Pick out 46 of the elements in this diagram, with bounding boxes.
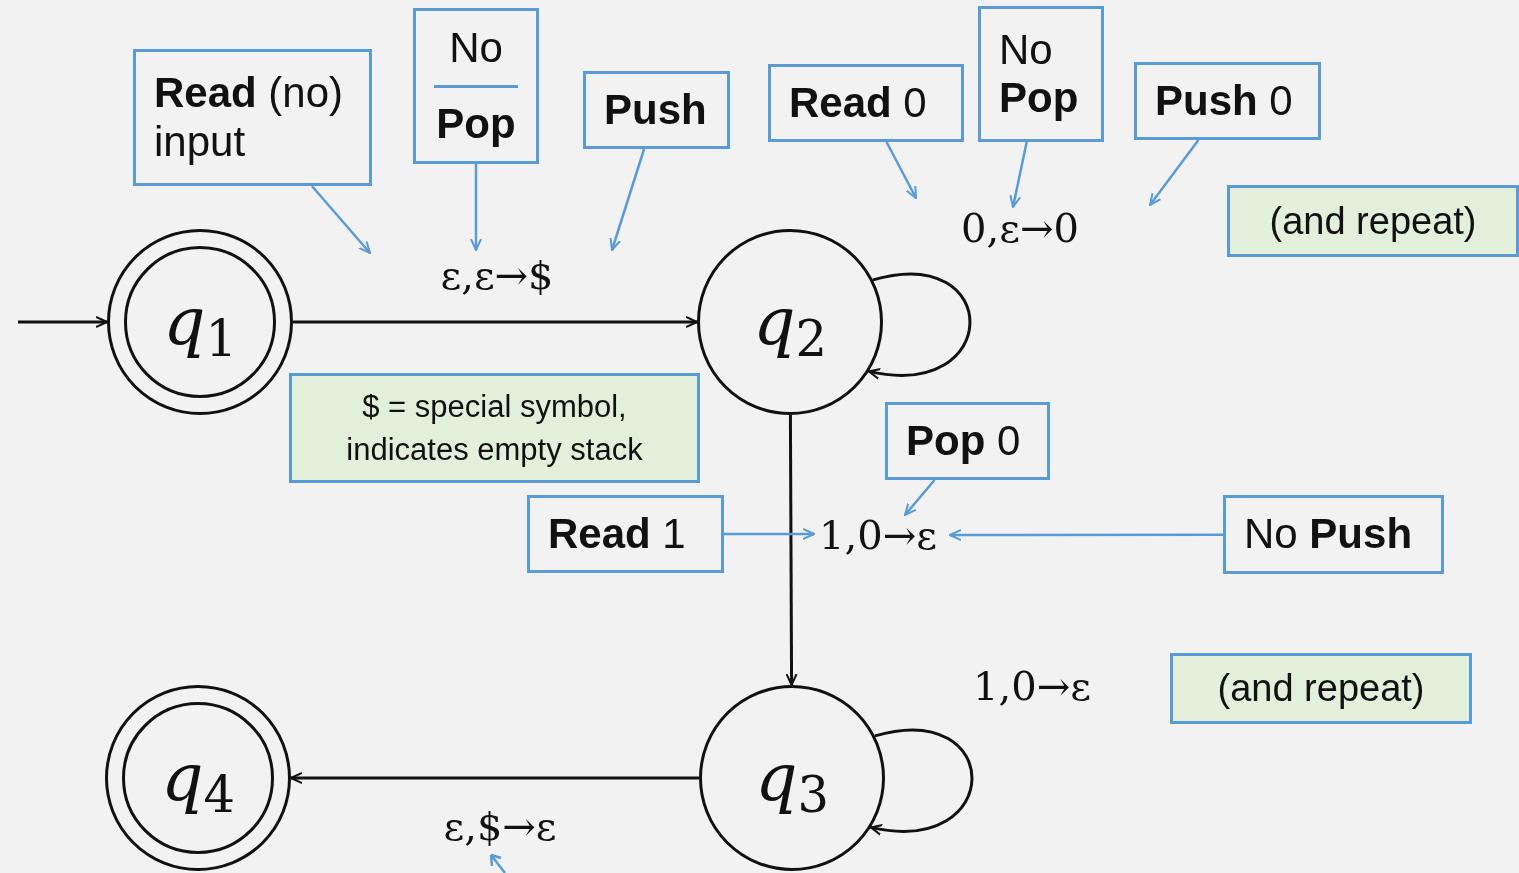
callout-text: Push <box>604 85 707 135</box>
callout-text: Read (no) input <box>154 69 345 166</box>
callout-text: No Push <box>1244 510 1413 559</box>
callout-text: $ = special symbol, indicates empty stack <box>345 387 644 469</box>
leader-arrow <box>1009 141 1028 208</box>
callout-text: Pop <box>436 100 516 149</box>
transition-arrow <box>290 772 699 784</box>
note-box <box>289 373 700 483</box>
transition-label: 1,0→ε <box>819 515 937 555</box>
callout-text: No <box>999 25 1053 74</box>
leader-arrow <box>609 148 646 251</box>
transition-label: 0,ε→0 <box>961 208 1079 248</box>
transition-arrow <box>293 316 698 328</box>
callout-text: (and repeat) <box>1217 666 1425 711</box>
callout-text: Read 0 <box>789 78 927 128</box>
note-box <box>1170 653 1472 724</box>
transition-label: ε,$→ε <box>443 806 557 846</box>
leader-arrow <box>724 528 815 540</box>
transition-arrow <box>18 316 108 328</box>
callout-box <box>1134 62 1321 140</box>
callout-box <box>413 8 539 164</box>
transition-arrow <box>869 728 974 835</box>
transition-label: 1,0→ε <box>973 666 1091 706</box>
callout-box <box>133 49 372 186</box>
callout-box <box>768 64 964 142</box>
callout-box <box>978 6 1104 142</box>
leader-arrow <box>904 479 936 516</box>
callout-text: Pop <box>999 74 1079 123</box>
transition-label: ε,ε→$ <box>440 255 554 295</box>
leader-arrow <box>949 529 1223 541</box>
callout-text: No <box>449 23 503 72</box>
leader-arrow <box>1149 139 1200 206</box>
leader-arrow <box>470 164 482 251</box>
callout-box <box>885 402 1050 480</box>
leader-arrow <box>885 141 918 199</box>
callout-text: Pop 0 <box>906 416 1021 466</box>
callout-text: Push 0 <box>1155 76 1293 126</box>
note-box <box>1227 185 1519 257</box>
callout-box <box>1223 495 1444 574</box>
callout-box <box>527 495 724 573</box>
callout-text: Read 1 <box>548 509 686 559</box>
transition-arrow <box>867 272 972 379</box>
callout-box <box>583 71 730 149</box>
callout-text: (and repeat) <box>1269 198 1477 244</box>
leader-arrow <box>310 185 371 254</box>
transition-arrow <box>785 415 798 686</box>
